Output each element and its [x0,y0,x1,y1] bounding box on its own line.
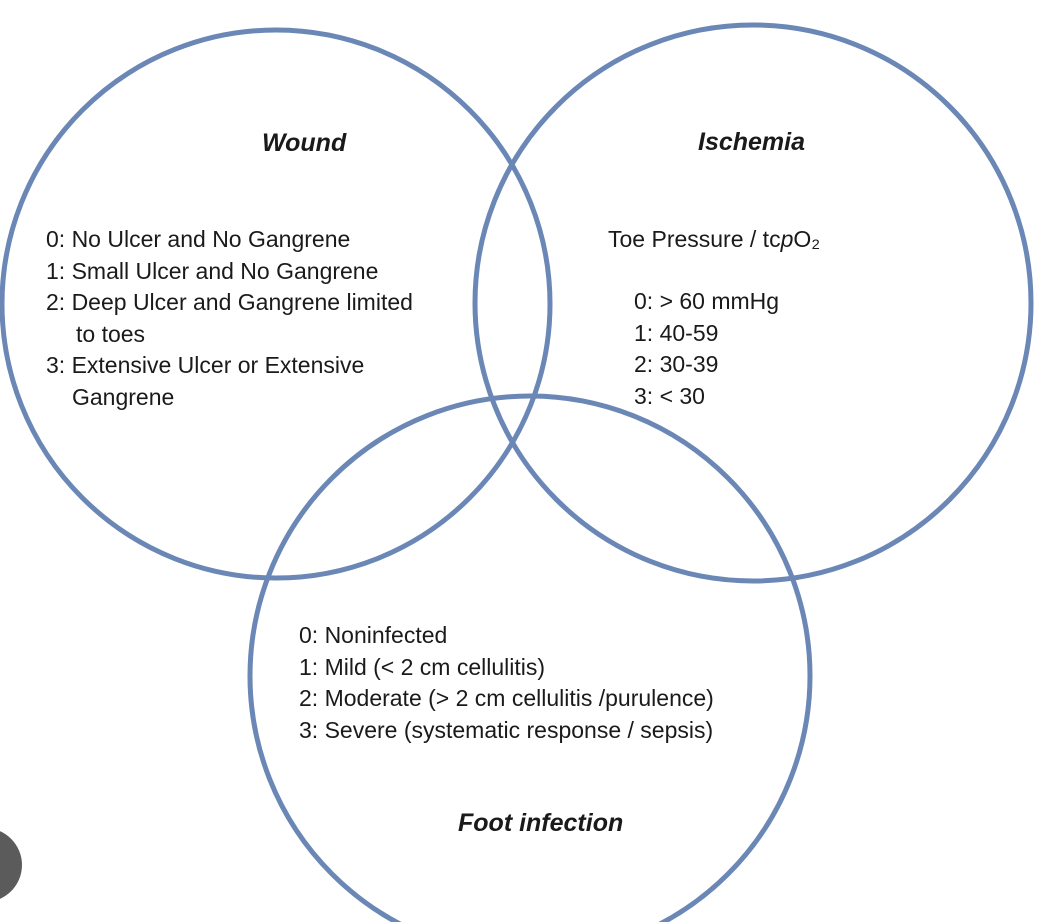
wound-list: 0: No Ulcer and No Gangrene 1: Small Ulc… [46,224,413,413]
list-item: Gangrene [72,383,175,410]
list-item: 3: Extensive Ulcer or Extensive [46,352,365,378]
ischemia-measure-italic: p [780,226,794,252]
wound-title: Wound [262,129,347,157]
foot-infection-title: Foot infection [458,809,624,837]
list-item: 0: > 60 mmHg [634,288,780,314]
list-item: 0: Noninfected [299,622,448,648]
ischemia-list: 0: > 60 mmHg 1: 40-59 2: 30-39 3: < 30 [634,286,779,412]
ischemia-measure-suffix: O₂ [793,226,821,252]
list-item: 3: < 30 [634,382,705,409]
list-item: 3: Severe (systematic response / sepsis) [299,716,714,743]
ischemia-measure: Toe Pressure / tcpO₂ [608,224,820,256]
ischemia-title: Ischemia [698,128,806,156]
wound-circle [0,27,553,581]
list-item: 1: Mild (< 2 cm cellulitis) [299,653,546,680]
list-item: 2: Deep Ulcer and Gangrene limited [46,289,413,315]
foot-infection-list: 0: Noninfected 1: Mild (< 2 cm celluliti… [299,620,714,746]
ischemia-measure-prefix: Toe Pressure / tc [608,226,781,252]
foot-infection-circle [247,393,813,922]
list-item: 1: Small Ulcer and No Gangrene [46,257,379,284]
list-item: 2: 30-39 [634,351,719,377]
list-item: 0: No Ulcer and No Gangrene [46,226,351,252]
floating-action-button[interactable] [0,828,22,902]
list-item: to toes [76,320,146,347]
list-item: 1: 40-59 [634,319,719,346]
ischemia-circle [472,22,1034,584]
list-item: 2: Moderate (> 2 cm cellulitis /purulenc… [299,685,714,711]
